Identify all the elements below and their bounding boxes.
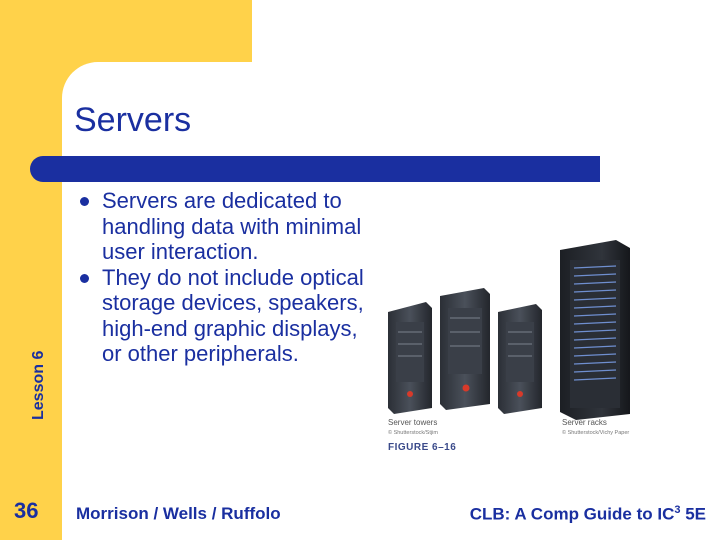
bullet-dot-icon [80, 197, 89, 206]
right-caption-text: Server racks [562, 418, 607, 427]
bullet-text: Servers are dedicated to handling data w… [102, 188, 362, 264]
server-tower-middle [440, 288, 490, 410]
bullet-list: Servers are dedicated to handling data w… [78, 188, 378, 367]
title-rule-bar [30, 156, 600, 182]
footer-title-superscript: 3 [674, 504, 681, 516]
page-number: 36 [14, 498, 39, 523]
lesson-label: Lesson 6 [30, 350, 47, 420]
left-caption-credit: © Shutterstock/Stjim [388, 430, 438, 436]
server-rack [560, 240, 630, 420]
right-figure-caption: Server racks © Shutterstock/Vichy Paper [562, 418, 629, 438]
figure-label: FIGURE 6–16 [388, 442, 457, 453]
bullet-item: They do not include optical storage devi… [78, 265, 378, 367]
server-tower-right [498, 304, 542, 414]
right-caption-credit: © Shutterstock/Vichy Paper [562, 430, 630, 436]
left-caption-text: Server towers [388, 418, 438, 427]
yellow-left-column [0, 160, 62, 540]
left-figure-caption: Server towers © Shutterstock/Stjim [388, 418, 438, 438]
footer-title-prefix: CLB: A Comp Guide to IC [469, 504, 675, 524]
bullet-item: Servers are dedicated to handling data w… [78, 188, 378, 265]
slide-title: Servers [74, 101, 192, 139]
server-tower-left [388, 302, 432, 414]
bullet-text: They do not include optical storage devi… [102, 264, 364, 367]
server-figure: Server towers © Shutterstock/Stjim Serve… [380, 232, 636, 464]
server-illustration [388, 240, 630, 420]
footer-title-suffix: 5E [680, 504, 706, 524]
footer-book-title: CLB: A Comp Guide to IC3 5E [470, 504, 706, 525]
bullet-dot-icon [80, 273, 89, 283]
footer-authors: Morrison / Wells / Ruffolo [76, 504, 281, 523]
